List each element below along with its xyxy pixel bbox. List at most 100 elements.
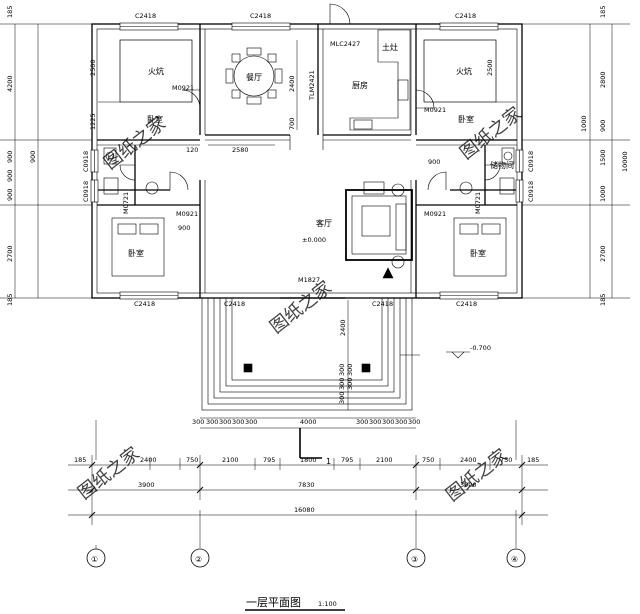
axis-label: ③: [411, 555, 418, 564]
dim-text: 900: [6, 151, 14, 163]
axis-bubbles: [86, 548, 526, 568]
dim-text: 2100: [222, 456, 239, 464]
dim-text: 120: [186, 146, 198, 154]
window-label: C2418: [456, 300, 477, 308]
door-swing-bl: [169, 171, 189, 191]
dim-text: 300: [245, 418, 257, 426]
bed-br: [453, 217, 507, 277]
dining-table: [233, 55, 275, 97]
kitchen-counter: [349, 29, 411, 131]
section-number: 1: [326, 457, 331, 466]
dim-text: 2400: [140, 456, 157, 464]
dim-text: 1500: [599, 149, 607, 166]
dim-text: 2700: [6, 245, 14, 262]
dim-text: 2700: [599, 245, 607, 262]
watermark: 图纸之家: [74, 443, 144, 504]
room-kang-right: 火炕: [456, 66, 472, 76]
window-label: C0918: [82, 151, 90, 172]
dim-text: 300: [206, 418, 218, 426]
dim-text: 750: [186, 456, 198, 464]
window-label: C2418: [250, 12, 271, 20]
door-swing-tr: [415, 89, 435, 109]
section-marker: [299, 428, 322, 459]
dim-text: 185: [6, 294, 14, 306]
dim-text: 185: [6, 6, 14, 18]
door-label: M0921: [424, 210, 446, 218]
door-swing-tl: [181, 89, 201, 109]
dim-text: 300: [369, 418, 381, 426]
dim-text: 300: [338, 392, 346, 404]
room-storage: 储物间: [490, 160, 514, 170]
window-label: C0918: [527, 181, 535, 202]
kang-right: [423, 39, 497, 103]
dim-text: 750: [422, 456, 434, 464]
dim-text: 185: [74, 456, 86, 464]
dim-text: 10000: [621, 151, 629, 172]
dim-text: 795: [263, 456, 275, 464]
dim-text: 300: [192, 418, 204, 426]
watermark: 图纸之家: [442, 445, 512, 506]
dim-text: 2500: [89, 59, 97, 76]
watermark: 图纸之家: [266, 277, 336, 338]
dim-text: 1000: [580, 115, 588, 132]
walls: [91, 23, 523, 299]
dim-text: 900: [428, 158, 440, 166]
dim-text: 1800: [300, 456, 317, 464]
level-floor: ±0.000: [302, 236, 326, 244]
dim-text: 900: [29, 151, 37, 163]
dim-text: 300: [382, 418, 394, 426]
door-label: M0721: [474, 192, 482, 214]
dim-text: 795: [341, 456, 353, 464]
dim-text: 1225: [89, 113, 97, 130]
dim-text: 3900: [460, 481, 477, 489]
window-label: C2418: [224, 300, 245, 308]
kang-left: [119, 39, 193, 103]
dim-text: 300: [346, 378, 354, 390]
dim-text: 900: [6, 189, 14, 201]
dim-text: 750: [500, 456, 512, 464]
dim-text: 4200: [6, 75, 14, 92]
dim-text: 185: [599, 6, 607, 18]
room-kitchen: 厨房: [352, 80, 368, 90]
dim-text: 300: [408, 418, 420, 426]
room-living: 客厅: [316, 218, 332, 228]
dim-text: 2400: [288, 75, 296, 92]
door-swing-br: [427, 171, 447, 191]
axis-label: ②: [195, 555, 202, 564]
dim-text: 2580: [232, 146, 249, 154]
dim-text: 900: [6, 170, 14, 182]
dim-text: 4000: [300, 418, 317, 426]
porch: [201, 297, 470, 411]
window-label: C2418: [372, 300, 393, 308]
dim-text: 2100: [376, 456, 393, 464]
drawing-title: 一层平面图: [246, 596, 301, 609]
axis-label: ①: [91, 555, 98, 564]
door-label: MLC2427: [330, 40, 360, 48]
dim-text: 2400: [460, 456, 477, 464]
sofa-set: [345, 189, 413, 261]
door-swing-kitchen: [329, 3, 351, 25]
bed-bl: [111, 217, 165, 277]
dim-text: 900: [178, 224, 190, 232]
dim-text: 300: [338, 378, 346, 390]
dim-text: 300: [232, 418, 244, 426]
dim-text: 185: [527, 456, 539, 464]
window-label: C2418: [455, 12, 476, 20]
dim-text: 185: [599, 294, 607, 306]
dim-text: 300: [338, 364, 346, 376]
door-label: M1827: [298, 276, 320, 284]
dim-text: 2400: [339, 319, 347, 336]
dim-text: 700: [288, 118, 296, 130]
dimension-lines: [0, 23, 630, 550]
dim-text: 7830: [298, 481, 315, 489]
door-label: M0921: [176, 210, 198, 218]
dim-text: 2500: [486, 59, 494, 76]
window-label: C0918: [82, 181, 90, 202]
room-stove: 土灶: [382, 42, 398, 52]
doors: [119, 3, 501, 299]
window-label: C2418: [135, 12, 156, 20]
level-outdoor: -0.700: [470, 344, 491, 352]
dim-text: 300: [219, 418, 231, 426]
room-dining: 餐厅: [246, 73, 262, 82]
